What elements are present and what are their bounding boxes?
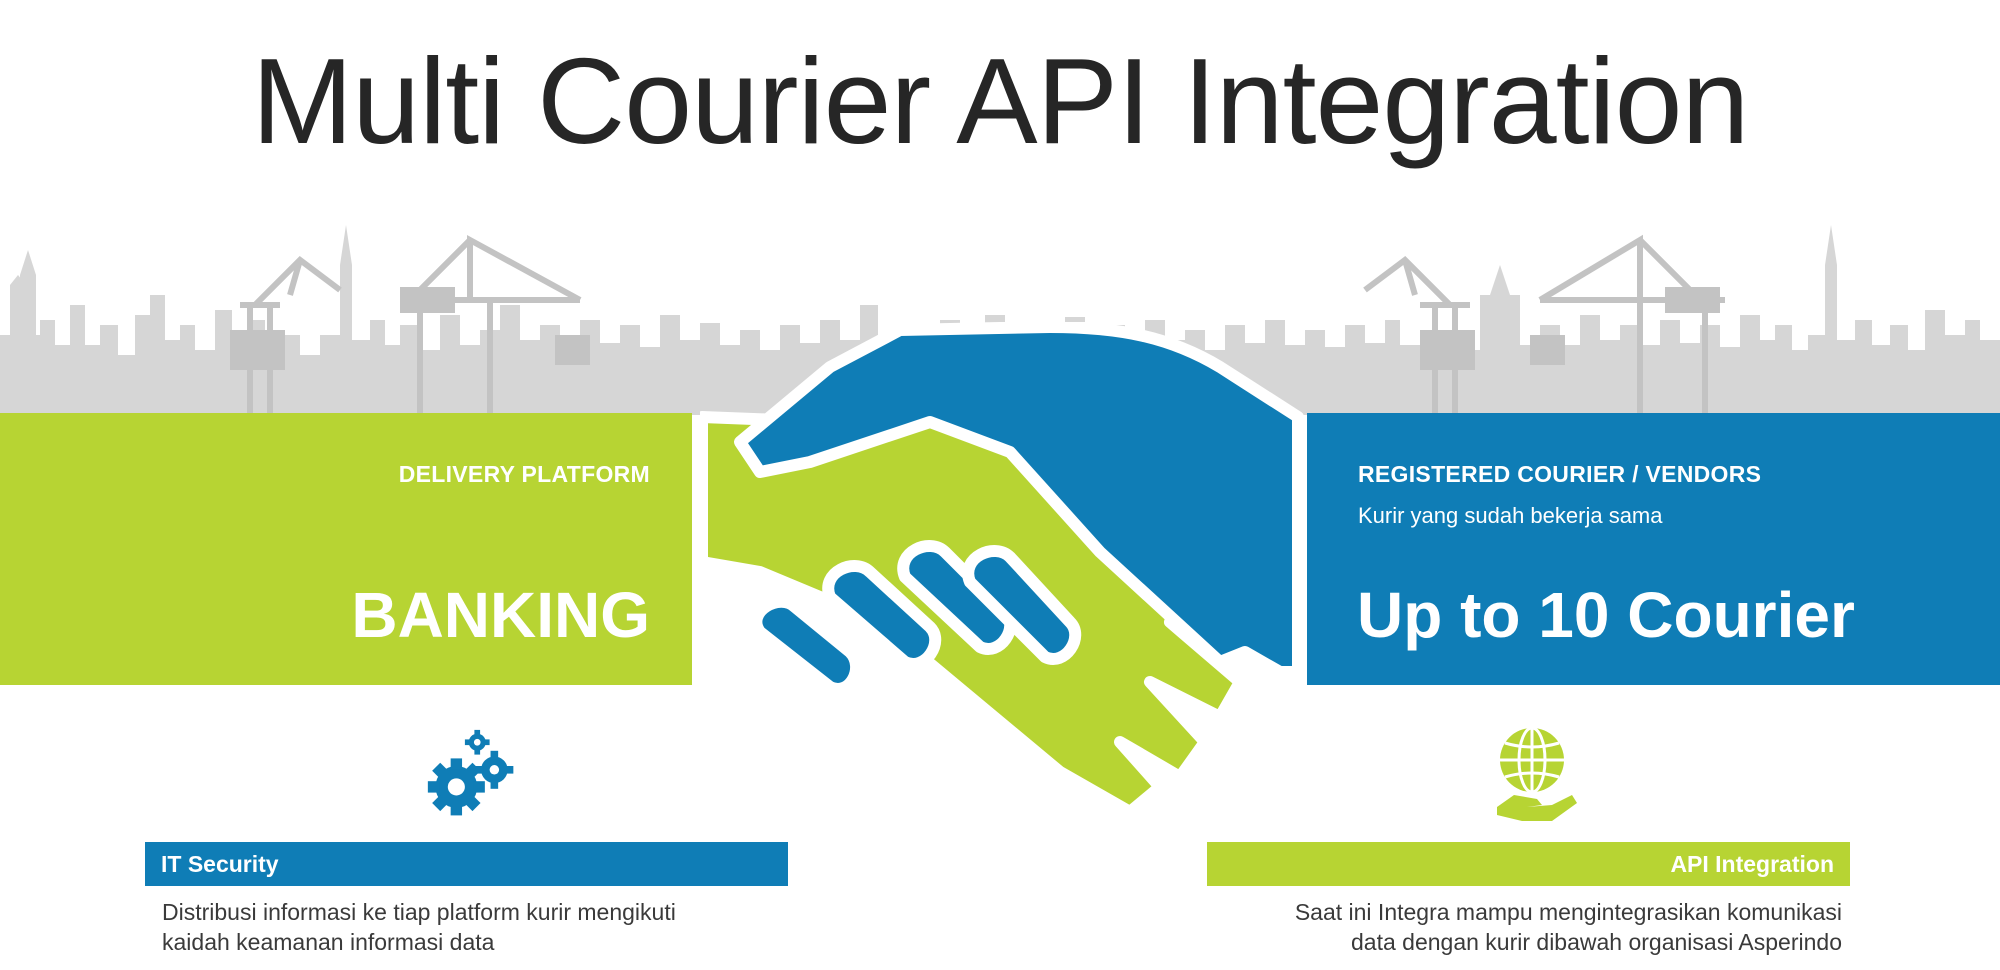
city-skyline-illustration <box>0 225 2000 415</box>
description-line: Saat ini Integra mampu mengintegrasikan … <box>1294 899 1842 925</box>
it-security-description: Distribusi informasi ke tiap platform ku… <box>162 897 762 957</box>
registered-courier-value: Up to 10 Courier <box>1357 579 1855 651</box>
delivery-platform-label: DELIVERY PLATFORM <box>398 461 650 487</box>
delivery-platform-value: BANKING <box>351 579 650 651</box>
registered-courier-label: REGISTERED COURIER / VENDORS <box>1358 461 1762 487</box>
registered-courier-panel: REGISTERED COURIER / VENDORS Kurir yang … <box>1307 413 2000 685</box>
it-security-title: IT Security <box>145 842 788 886</box>
api-integration-description: Saat ini Integra mampu mengintegrasikan … <box>1160 897 1842 957</box>
page-title: Multi Courier API Integration <box>251 33 1750 169</box>
description-line: data dengan kurir dibawah organisasi Asp… <box>1351 929 1842 955</box>
description-line: Distribusi informasi ke tiap platform ku… <box>162 899 676 925</box>
handshake-icon <box>700 322 1304 812</box>
globe-hand-icon <box>1497 726 1577 821</box>
registered-courier-subtitle: Kurir yang sudah bekerja sama <box>1358 503 1663 528</box>
gears-icon <box>427 729 514 816</box>
delivery-platform-panel: DELIVERY PLATFORM BANKING <box>0 413 692 685</box>
description-line: kaidah keamanan informasi data <box>162 929 495 955</box>
api-integration-title: API Integration <box>1207 842 1850 886</box>
